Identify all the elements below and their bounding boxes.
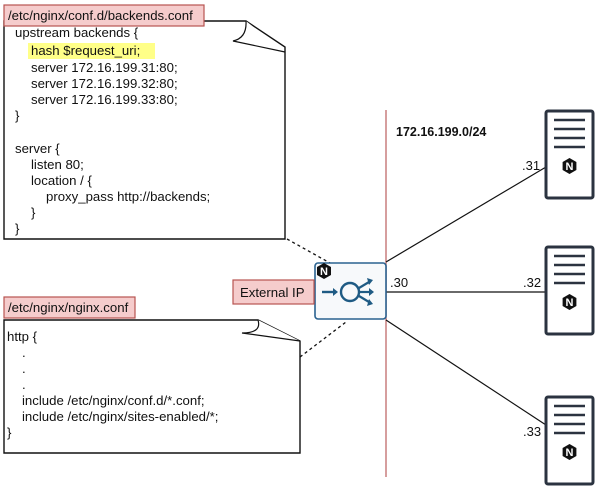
code-line: } bbox=[7, 425, 12, 440]
note-body bbox=[3, 20, 286, 240]
code-line: server 172.16.199.32:80; bbox=[31, 76, 178, 91]
code-line: http { bbox=[7, 329, 38, 344]
svg-text:N: N bbox=[320, 266, 328, 278]
server-rack-lines-icon bbox=[554, 404, 585, 435]
backends-conf-note: upstream backends { hash $request_uri; s… bbox=[3, 4, 286, 240]
code-line: proxy_pass http://backends; bbox=[46, 189, 210, 204]
server-ip-suffix: .31 bbox=[522, 158, 540, 173]
server-box[interactable] bbox=[544, 109, 595, 200]
nginx-badge-icon: N bbox=[562, 158, 577, 174]
nginx-badge-letter: N bbox=[566, 297, 574, 309]
nginx-conf-note: http { . . . include /etc/nginx/conf.d/*… bbox=[3, 296, 301, 454]
nginx-badge-icon: N bbox=[317, 263, 331, 279]
code-line: } bbox=[31, 205, 36, 220]
link-server-1 bbox=[385, 166, 547, 263]
code-line: upstream backends { bbox=[15, 25, 139, 40]
code-line: server { bbox=[15, 141, 60, 156]
external-ip-label-box bbox=[232, 279, 315, 305]
link-server-3 bbox=[385, 319, 547, 426]
code-line: . bbox=[22, 377, 26, 392]
nginx-badge-letter: N bbox=[566, 161, 574, 173]
backend-server[interactable]: N bbox=[544, 395, 595, 486]
code-line: listen 80; bbox=[31, 157, 84, 172]
code-line: server 172.16.199.33:80; bbox=[31, 92, 178, 107]
code-line: . bbox=[22, 361, 26, 376]
nginx-badge-icon: N bbox=[562, 444, 577, 460]
backend-server[interactable]: N bbox=[544, 245, 595, 336]
dashed-connector bbox=[299, 321, 347, 358]
nginx-badge-icon: N bbox=[562, 294, 577, 310]
file-title: /etc/nginx/nginx.conf bbox=[8, 300, 129, 315]
nginx-badge-letter: N bbox=[566, 447, 574, 459]
file-title-label bbox=[3, 4, 205, 27]
highlight-hash-line bbox=[28, 43, 155, 59]
load-balancer-icon bbox=[322, 278, 374, 306]
server-ip-suffix: .33 bbox=[523, 424, 541, 439]
server-rack-lines-icon bbox=[554, 254, 585, 285]
backend-server[interactable]: N bbox=[544, 109, 595, 200]
code-line: . bbox=[22, 345, 26, 360]
subnet-label: 172.16.199.0/24 bbox=[396, 125, 486, 139]
note-fold-corner bbox=[241, 319, 301, 342]
dashed-connector bbox=[286, 238, 331, 264]
code-line: include /etc/nginx/conf.d/*.conf; bbox=[22, 393, 205, 408]
note-body bbox=[3, 319, 301, 454]
server-box[interactable] bbox=[544, 245, 595, 336]
code-line: server 172.16.199.31:80; bbox=[31, 60, 178, 75]
file-title: /etc/nginx/conf.d/backends.conf bbox=[8, 8, 193, 23]
lb-ip-suffix: .30 bbox=[390, 275, 408, 290]
external-ip-label: External IP bbox=[240, 285, 305, 300]
code-line-highlighted: hash $request_uri; bbox=[31, 43, 140, 58]
code-line: include /etc/nginx/sites-enabled/*; bbox=[22, 409, 218, 424]
load-balancer[interactable]: N bbox=[314, 262, 387, 320]
server-box[interactable] bbox=[544, 395, 595, 486]
server-ip-suffix: .32 bbox=[523, 275, 541, 290]
code-line: } bbox=[15, 221, 20, 236]
file-title-label bbox=[3, 296, 136, 319]
servers: N N N bbox=[544, 109, 595, 486]
code-line: location / { bbox=[31, 173, 92, 188]
code-line: } bbox=[15, 108, 20, 123]
note-fold-corner bbox=[232, 20, 286, 53]
server-rack-lines-icon bbox=[554, 118, 585, 149]
